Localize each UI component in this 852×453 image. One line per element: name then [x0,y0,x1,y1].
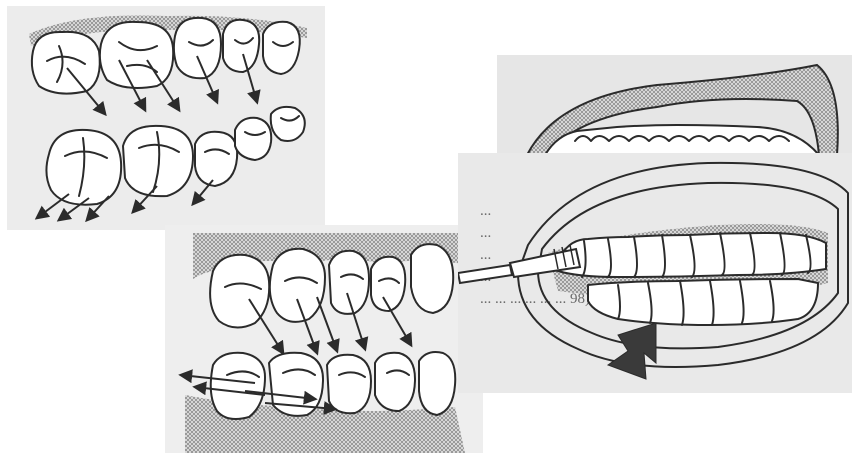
side-view-drawing [165,225,483,453]
panel-upper-lip-top-right [497,55,852,155]
show-through-line-3: ... [480,247,491,263]
lower-teeth-row [588,279,818,325]
panel-occlusal-top-left [7,6,325,230]
panel-side-view-bottom [165,225,483,453]
show-through-line-1: ... [480,203,491,219]
occlusal-drawing [7,6,325,230]
panel-brush-open-mouth: ... ... ... ... ... ... ... ... ... ... … [458,153,852,393]
upper-lip-drawing [497,55,852,155]
show-through-line-2: ... [480,225,491,241]
show-through-line-5: ... ... ... ... ... ... 98). [480,291,594,307]
brush-mouth-drawing: ... ... ... ... ... ... ... ... ... ... … [458,153,852,393]
upper-front-teeth [545,125,819,155]
